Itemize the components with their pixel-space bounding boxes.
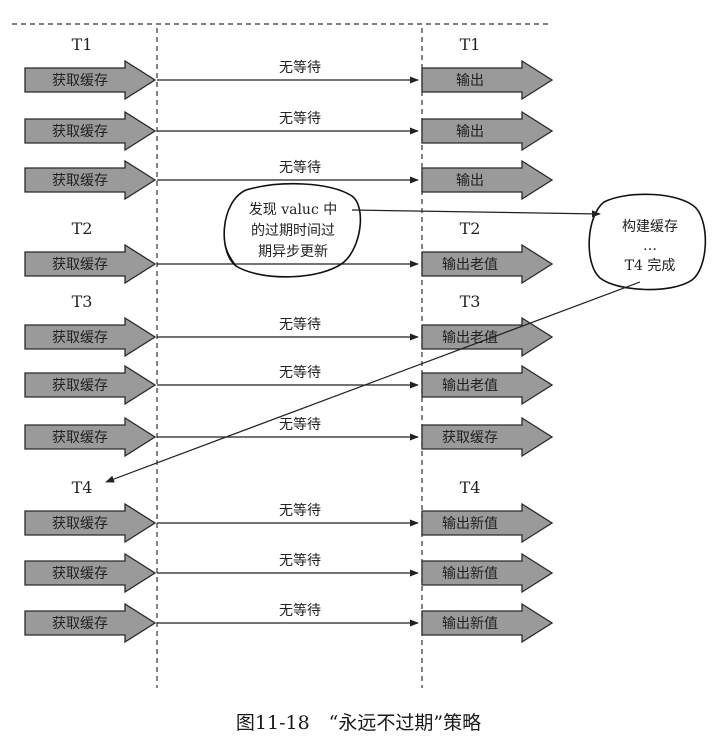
left-label-9: 获取缓存 bbox=[52, 566, 108, 582]
right-label-7: 获取缓存 bbox=[442, 430, 498, 446]
note-expired-line-3: 期异步更新 bbox=[258, 244, 328, 260]
left-block-arrow-5 bbox=[24, 316, 157, 358]
wait-label-6: 无等待 bbox=[279, 364, 321, 381]
left-block-arrow-9 bbox=[24, 552, 157, 594]
thread-label-right-1: T1 bbox=[460, 35, 481, 54]
wait-label-5: 无等待 bbox=[279, 316, 321, 333]
left-label-6: 获取缓存 bbox=[52, 378, 108, 394]
left-block-arrow-3 bbox=[24, 159, 157, 201]
left-label-7: 获取缓存 bbox=[52, 430, 108, 446]
right-label-9: 输出新值 bbox=[442, 566, 498, 582]
left-block-arrow-4 bbox=[24, 243, 157, 285]
left-label-10: 获取缓存 bbox=[52, 616, 108, 632]
right-label-4: 输出老值 bbox=[442, 257, 498, 273]
right-label-2: 输出 bbox=[456, 124, 484, 140]
thread-label-right-8: T4 bbox=[460, 478, 481, 497]
wait-label-1: 无等待 bbox=[279, 59, 321, 76]
figure-caption: 图11-18 “永远不过期”策略 bbox=[235, 712, 482, 734]
left-block-arrow-10 bbox=[24, 602, 157, 644]
left-block-arrow-1 bbox=[24, 59, 157, 101]
right-label-8: 输出新值 bbox=[442, 516, 498, 532]
note-rebuild-line-2: … bbox=[643, 238, 657, 254]
note-rebuild-line-3: T4 完成 bbox=[625, 258, 676, 274]
right-label-3: 输出 bbox=[456, 173, 484, 189]
right-block-arrow-4 bbox=[421, 243, 554, 285]
note-rebuild: 构建缓存 … T4 完成 bbox=[588, 193, 707, 291]
wait-label-10: 无等待 bbox=[279, 602, 321, 619]
right-block-arrow-3 bbox=[421, 159, 554, 201]
left-block-arrow-8 bbox=[24, 502, 157, 544]
right-block-arrow-9 bbox=[421, 552, 554, 594]
right-block-arrow-6 bbox=[421, 364, 554, 406]
thread-label-right-4: T2 bbox=[460, 219, 481, 238]
left-label-4: 获取缓存 bbox=[52, 257, 108, 273]
note-expired-line-2: 的过期时间过 bbox=[251, 223, 335, 239]
left-label-1: 获取缓存 bbox=[52, 73, 108, 89]
note-expired-line-1: 发现 valuc 中 bbox=[249, 202, 338, 218]
note-rebuild-outline bbox=[588, 193, 707, 291]
right-label-5: 输出老值 bbox=[442, 330, 498, 346]
left-block-arrow-2 bbox=[24, 110, 157, 152]
wait-label-7: 无等待 bbox=[279, 416, 321, 433]
right-label-6: 输出老值 bbox=[442, 378, 498, 394]
thread-label-left-8: T4 bbox=[72, 478, 93, 497]
thread-label-right-5: T3 bbox=[460, 292, 481, 311]
left-label-3: 获取缓存 bbox=[52, 173, 108, 189]
thread-label-left-5: T3 bbox=[72, 292, 93, 311]
left-block-arrow-6 bbox=[24, 364, 157, 406]
wait-label-9: 无等待 bbox=[279, 552, 321, 569]
note-expired-tail bbox=[224, 243, 237, 267]
right-block-arrow-10 bbox=[421, 602, 554, 644]
wait-label-2: 无等待 bbox=[279, 110, 321, 127]
left-label-8: 获取缓存 bbox=[52, 516, 108, 532]
connector-to-t4 bbox=[105, 281, 641, 483]
note-rebuild-line-1: 构建缓存 bbox=[622, 219, 678, 235]
right-label-10: 输出新值 bbox=[442, 616, 498, 632]
right-block-arrow-8 bbox=[421, 502, 554, 544]
right-block-arrow-1 bbox=[421, 59, 554, 101]
right-block-arrow-7 bbox=[421, 416, 554, 458]
wait-label-3: 无等待 bbox=[279, 159, 321, 176]
left-label-2: 获取缓存 bbox=[52, 124, 108, 140]
thread-label-left-4: T2 bbox=[72, 219, 93, 238]
wait-label-8: 无等待 bbox=[279, 502, 321, 519]
thread-label-left-1: T1 bbox=[72, 35, 93, 54]
connector-to-rebuild bbox=[351, 209, 601, 218]
note-expired: 发现 valuc 中 的过期时间过 期异步更新 bbox=[223, 183, 362, 278]
left-block-arrow-7 bbox=[24, 416, 157, 458]
right-block-arrow-2 bbox=[421, 110, 554, 152]
left-label-5: 获取缓存 bbox=[52, 330, 108, 346]
right-label-1: 输出 bbox=[456, 73, 484, 89]
